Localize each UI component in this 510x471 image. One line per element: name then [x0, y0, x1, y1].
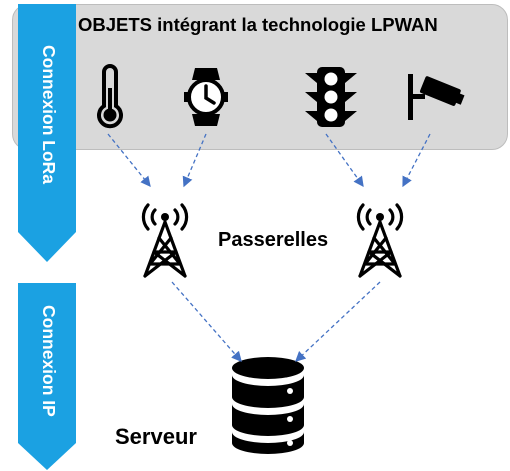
- gateways-label: Passerelles: [218, 229, 329, 251]
- ip-connection-label: Connexion IP: [39, 305, 59, 417]
- lora-connection-label: Connexion LoRa: [39, 45, 59, 185]
- connector-right-gateway-to-server: [295, 281, 381, 362]
- ip-connection-arrow: [18, 283, 76, 470]
- thermometer-icon: [97, 64, 123, 129]
- server-label: Serveur: [115, 424, 197, 449]
- security-camera-icon: [408, 74, 465, 120]
- gateway-tower-right-icon: [356, 203, 404, 278]
- connector-left-gateway-to-server: [171, 281, 242, 362]
- traffic-light-icon: [305, 67, 357, 127]
- objects-title: OBJETS intégrant la technologie LPWAN: [78, 14, 438, 35]
- smartwatch-icon: [184, 68, 228, 126]
- lora-connection-arrow: [18, 4, 76, 262]
- gateway-tower-left-icon: [141, 203, 189, 278]
- objects-panel: [12, 4, 508, 150]
- server-database-icon: [232, 357, 304, 454]
